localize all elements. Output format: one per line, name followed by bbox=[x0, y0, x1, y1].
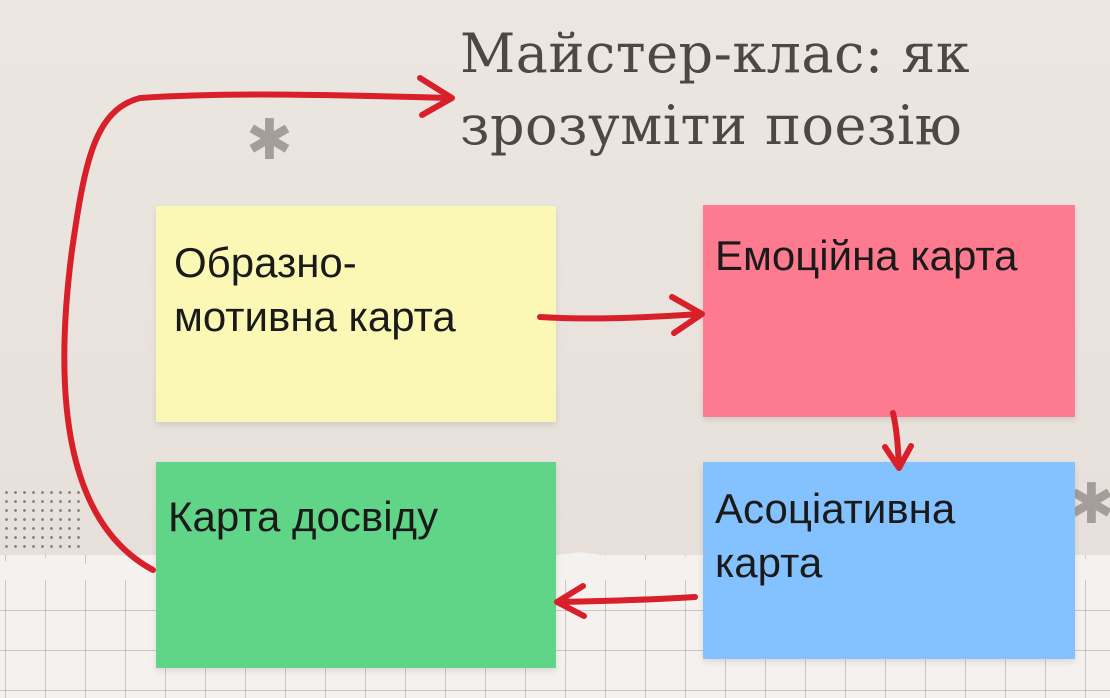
asterisk-icon: ✱ bbox=[246, 108, 293, 173]
card-experience-map: Карта досвіду bbox=[156, 462, 556, 668]
card-associative-map: Асоціативна карта bbox=[703, 462, 1075, 659]
card-label: Емоційна карта bbox=[715, 232, 1018, 279]
card-emotional-map: Емоційна карта bbox=[703, 205, 1075, 417]
page-title: Майстер-клас: як зрозуміти поезію bbox=[460, 22, 971, 157]
dot-grid-decoration bbox=[2, 488, 82, 548]
card-imagery-motif-map: Образно-мотивна карта bbox=[156, 206, 556, 422]
card-label: Асоціативна карта bbox=[715, 485, 956, 586]
card-label: Карта досвіду bbox=[168, 493, 439, 540]
asterisk-icon: ✱ bbox=[1068, 472, 1110, 537]
card-label: Образно-мотивна карта bbox=[174, 239, 456, 340]
